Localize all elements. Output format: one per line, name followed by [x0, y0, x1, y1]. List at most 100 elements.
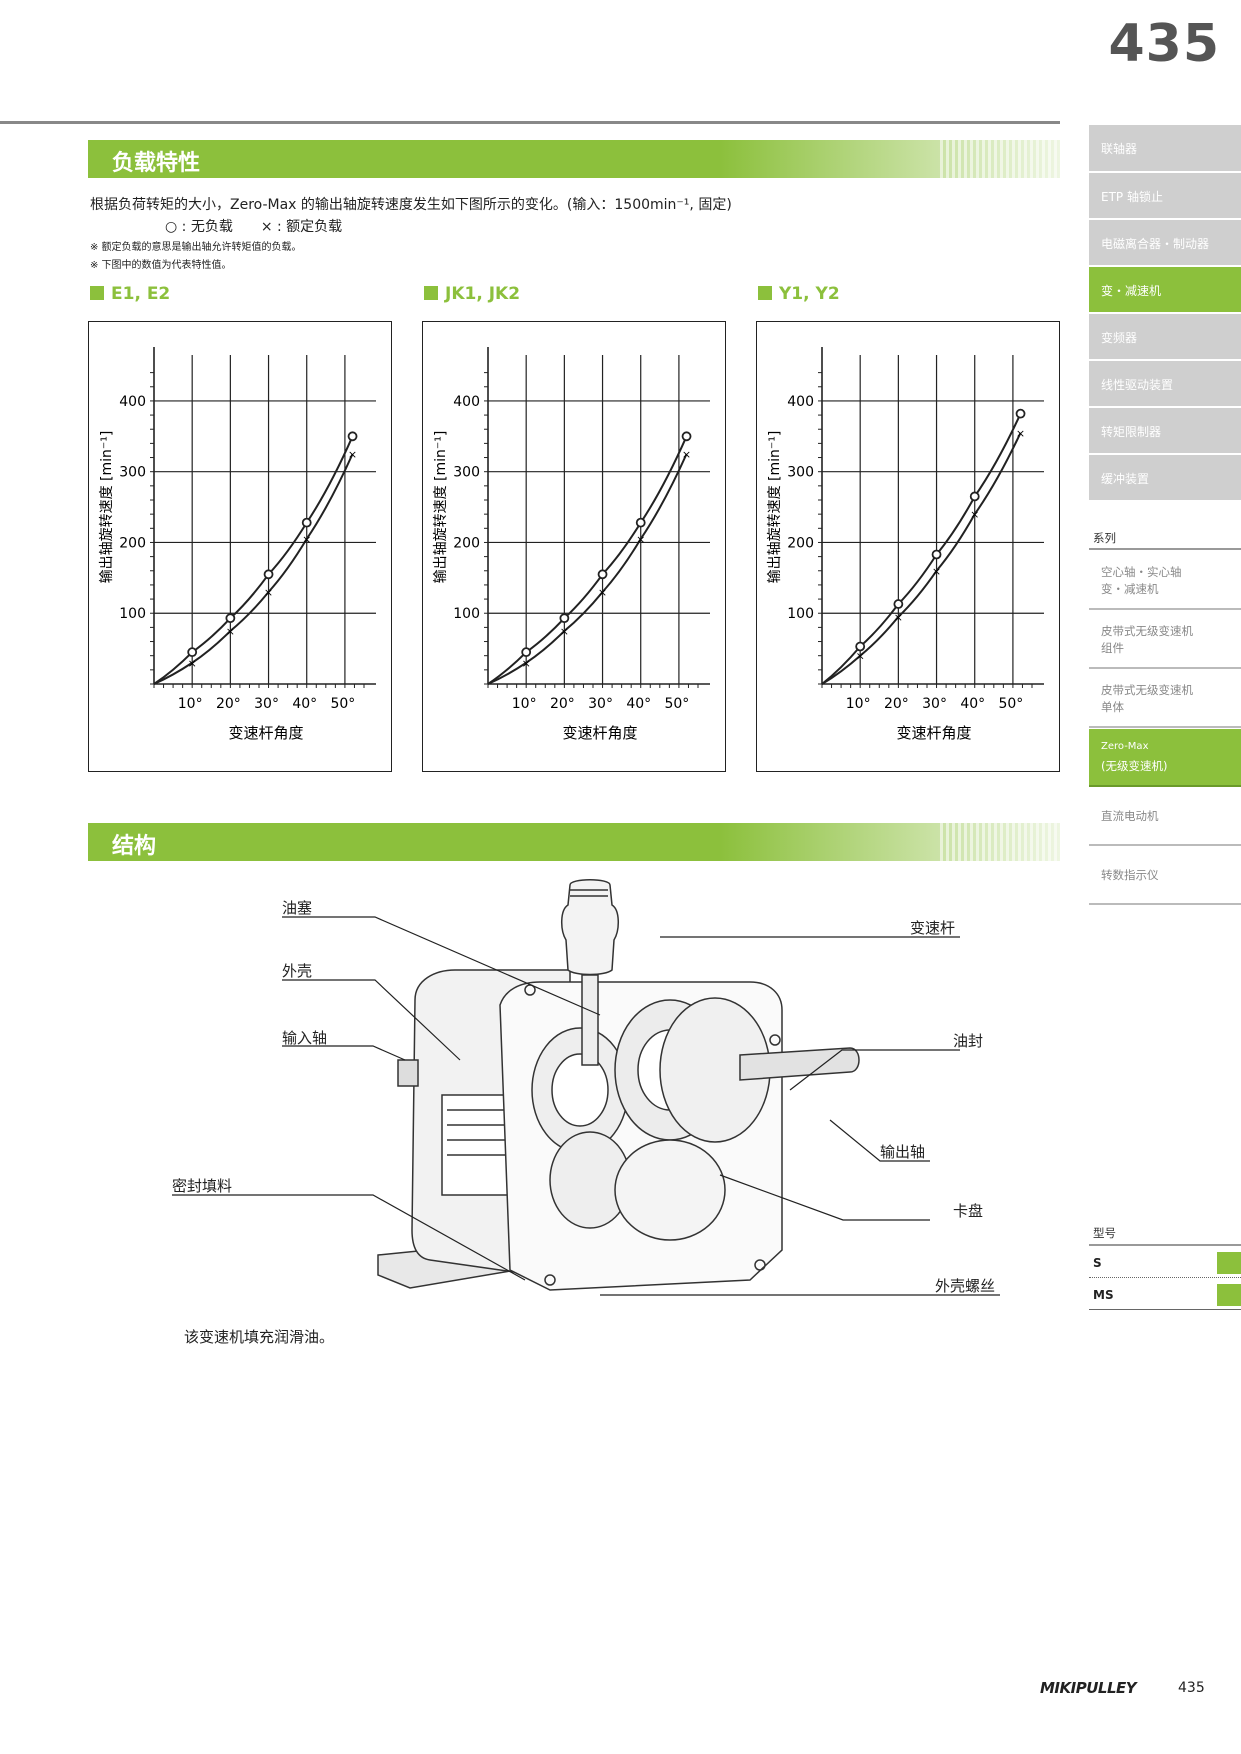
- series-item-hollow-shaft[interactable]: 空心轴・实心轴 变・减速机: [1089, 552, 1241, 610]
- series-item-dc-motor[interactable]: 直流电动机: [1089, 788, 1241, 846]
- point-rated-load: ×: [856, 650, 865, 663]
- label-shift-lever: 变速杆: [910, 919, 956, 937]
- series-line-rated-load: [821, 432, 1022, 685]
- point-no-load: [1015, 408, 1026, 419]
- point-no-load: [969, 491, 980, 502]
- point-rated-load: ×: [226, 625, 235, 638]
- sidebar-item-inverter[interactable]: 变频器: [1089, 314, 1241, 359]
- x-tick-label: 50°: [998, 696, 1023, 712]
- x-axis-label: 变速杆角度: [562, 724, 637, 742]
- point-no-load: [635, 517, 646, 528]
- series-item-belt-single[interactable]: 皮带式无级变速机 单体: [1089, 670, 1241, 728]
- point-rated-load: ×: [264, 586, 273, 599]
- gearbox-illustration: [377, 879, 860, 1291]
- sidebar-item-reducer[interactable]: 变・减速机: [1089, 267, 1241, 312]
- sidebar-item-etp[interactable]: ETP 轴锁止: [1089, 173, 1241, 218]
- point-no-load: [559, 613, 570, 624]
- x-tick-label: 40°: [626, 696, 651, 712]
- sidebar-item-linear-drive[interactable]: 线性驱动装置: [1089, 361, 1241, 406]
- label-seal-packing: 密封填料: [172, 1177, 233, 1195]
- point-rated-load: ×: [1016, 427, 1025, 440]
- point-no-load: [347, 431, 358, 442]
- y-axis-label: 输出轴旋转速度 [min⁻¹]: [767, 431, 783, 584]
- x-tick-label: 10°: [512, 696, 537, 712]
- y-tick-label: 200: [453, 535, 480, 551]
- x-axis-label: 变速杆角度: [896, 724, 971, 742]
- sidebar-item-coupling[interactable]: 联轴器: [1089, 125, 1241, 171]
- y-tick-label: 200: [787, 535, 814, 551]
- point-rated-load: ×: [932, 565, 941, 578]
- chart-title-e: E1, E2: [90, 284, 170, 304]
- y-axis-label: 输出轴旋转速度 [min⁻¹]: [433, 431, 449, 584]
- point-rated-load: ×: [970, 508, 979, 521]
- point-rated-load: ×: [348, 448, 357, 461]
- x-tick-label: 30°: [254, 696, 279, 712]
- series-rule: [1089, 548, 1241, 550]
- point-rated-load: ×: [598, 586, 607, 599]
- point-no-load: [521, 647, 532, 658]
- x-tick-label: 20°: [884, 696, 909, 712]
- x-tick-label: 10°: [178, 696, 203, 712]
- x-tick-label: 20°: [550, 696, 575, 712]
- x-tick-label: 30°: [588, 696, 613, 712]
- model-rule: [1089, 1244, 1241, 1246]
- x-tick-label: 30°: [922, 696, 947, 712]
- chart-title-y: Y1, Y2: [758, 284, 840, 304]
- point-rated-load: ×: [894, 611, 903, 624]
- footer-page-number: 435: [1178, 1680, 1205, 1696]
- point-no-load: [301, 517, 312, 528]
- point-no-load: [187, 647, 198, 658]
- label-housing-screw: 外壳螺丝: [935, 1277, 996, 1295]
- note-representative: ※ 下图中的数值为代表特性值。: [90, 260, 232, 271]
- section-title: 结构: [112, 834, 157, 859]
- y-tick-label: 400: [453, 394, 480, 410]
- point-rated-load: ×: [188, 657, 197, 670]
- y-tick-label: 300: [453, 465, 480, 481]
- y-tick-label: 200: [119, 535, 146, 551]
- x-tick-label: 20°: [216, 696, 241, 712]
- series-line-rated-load: [487, 453, 688, 685]
- point-no-load: [225, 613, 236, 624]
- point-no-load: [263, 569, 274, 580]
- series-line-no-load: [153, 435, 354, 685]
- sidebar-item-damper[interactable]: 缓冲装置: [1089, 455, 1241, 500]
- y-tick-label: 100: [453, 606, 480, 622]
- point-rated-load: ×: [636, 533, 645, 546]
- label-housing: 外壳: [282, 962, 313, 980]
- section-title: 负载特性: [112, 151, 201, 176]
- y-tick-label: 300: [787, 465, 814, 481]
- point-no-load: [681, 431, 692, 442]
- point-rated-load: ×: [522, 657, 531, 670]
- load-description: 根据负荷转矩的大小，Zero-Max 的输出轴旋转速度发生如下图所示的变化。(输…: [90, 197, 732, 213]
- point-rated-load: ×: [302, 533, 311, 546]
- sidebar-item-clutch-brake[interactable]: 电磁离合器・制动器: [1089, 220, 1241, 265]
- model-row-s[interactable]: S: [1089, 1247, 1241, 1278]
- y-tick-label: 300: [119, 465, 146, 481]
- label-input-shaft: 输入轴: [282, 1029, 328, 1047]
- structure-caption: 该变速机填充润滑油。: [184, 1328, 335, 1346]
- section-header-structure: 结构: [88, 823, 1060, 861]
- series-item-zero-max[interactable]: Zero-Max (无级变速机): [1089, 729, 1241, 787]
- sidebar-item-torque-limiter[interactable]: 转矩限制器: [1089, 408, 1241, 453]
- series-label: 系列: [1093, 531, 1116, 545]
- model-row-ms[interactable]: MS: [1089, 1279, 1241, 1310]
- callout-leaders: [172, 916, 1000, 1296]
- series-item-tachometer[interactable]: 转数指示仪: [1089, 847, 1241, 905]
- page-number: 435: [1108, 14, 1220, 74]
- label-oil-plug: 油塞: [282, 899, 313, 917]
- label-chuck: 卡盘: [953, 1202, 984, 1220]
- x-tick-label: 10°: [846, 696, 871, 712]
- series-line-no-load: [487, 435, 688, 685]
- section-header-load: 负载特性: [88, 140, 1060, 178]
- x-tick-label: 40°: [292, 696, 317, 712]
- model-label: 型号: [1093, 1226, 1116, 1240]
- brand-logo: MIKIPULLEY: [1040, 1679, 1137, 1697]
- point-no-load: [597, 569, 608, 580]
- series-item-belt-unit[interactable]: 皮带式无级变速机 组件: [1089, 611, 1241, 669]
- x-tick-label: 50°: [330, 696, 355, 712]
- legend-text: ○ : 无负载 × : 额定负载: [165, 219, 343, 235]
- x-axis-label: 变速杆角度: [228, 724, 303, 742]
